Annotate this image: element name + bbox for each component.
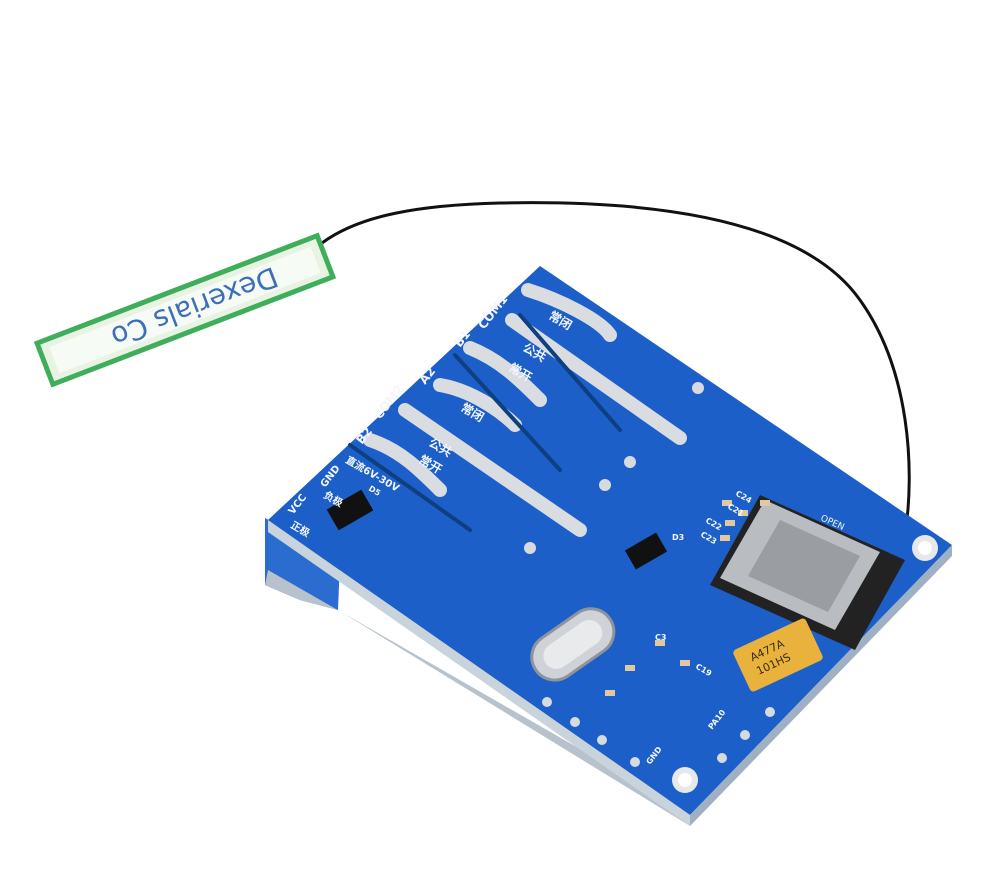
diode-d3: [624, 532, 668, 570]
vias: [524, 382, 775, 767]
isolation-slots: [348, 313, 622, 532]
antenna-cable: [321, 201, 911, 536]
antenna: Dexerials Co: [33, 232, 337, 388]
smd-components: [605, 500, 770, 696]
sim-card-holder: OPEN: [710, 495, 905, 650]
crystal-oscillator: [530, 607, 616, 682]
tantalum-capacitor: A477A 101HS: [733, 618, 823, 692]
svg-text:C3: C3: [655, 633, 666, 642]
svg-text:D3: D3: [672, 533, 684, 542]
diode-d5: [326, 489, 374, 531]
